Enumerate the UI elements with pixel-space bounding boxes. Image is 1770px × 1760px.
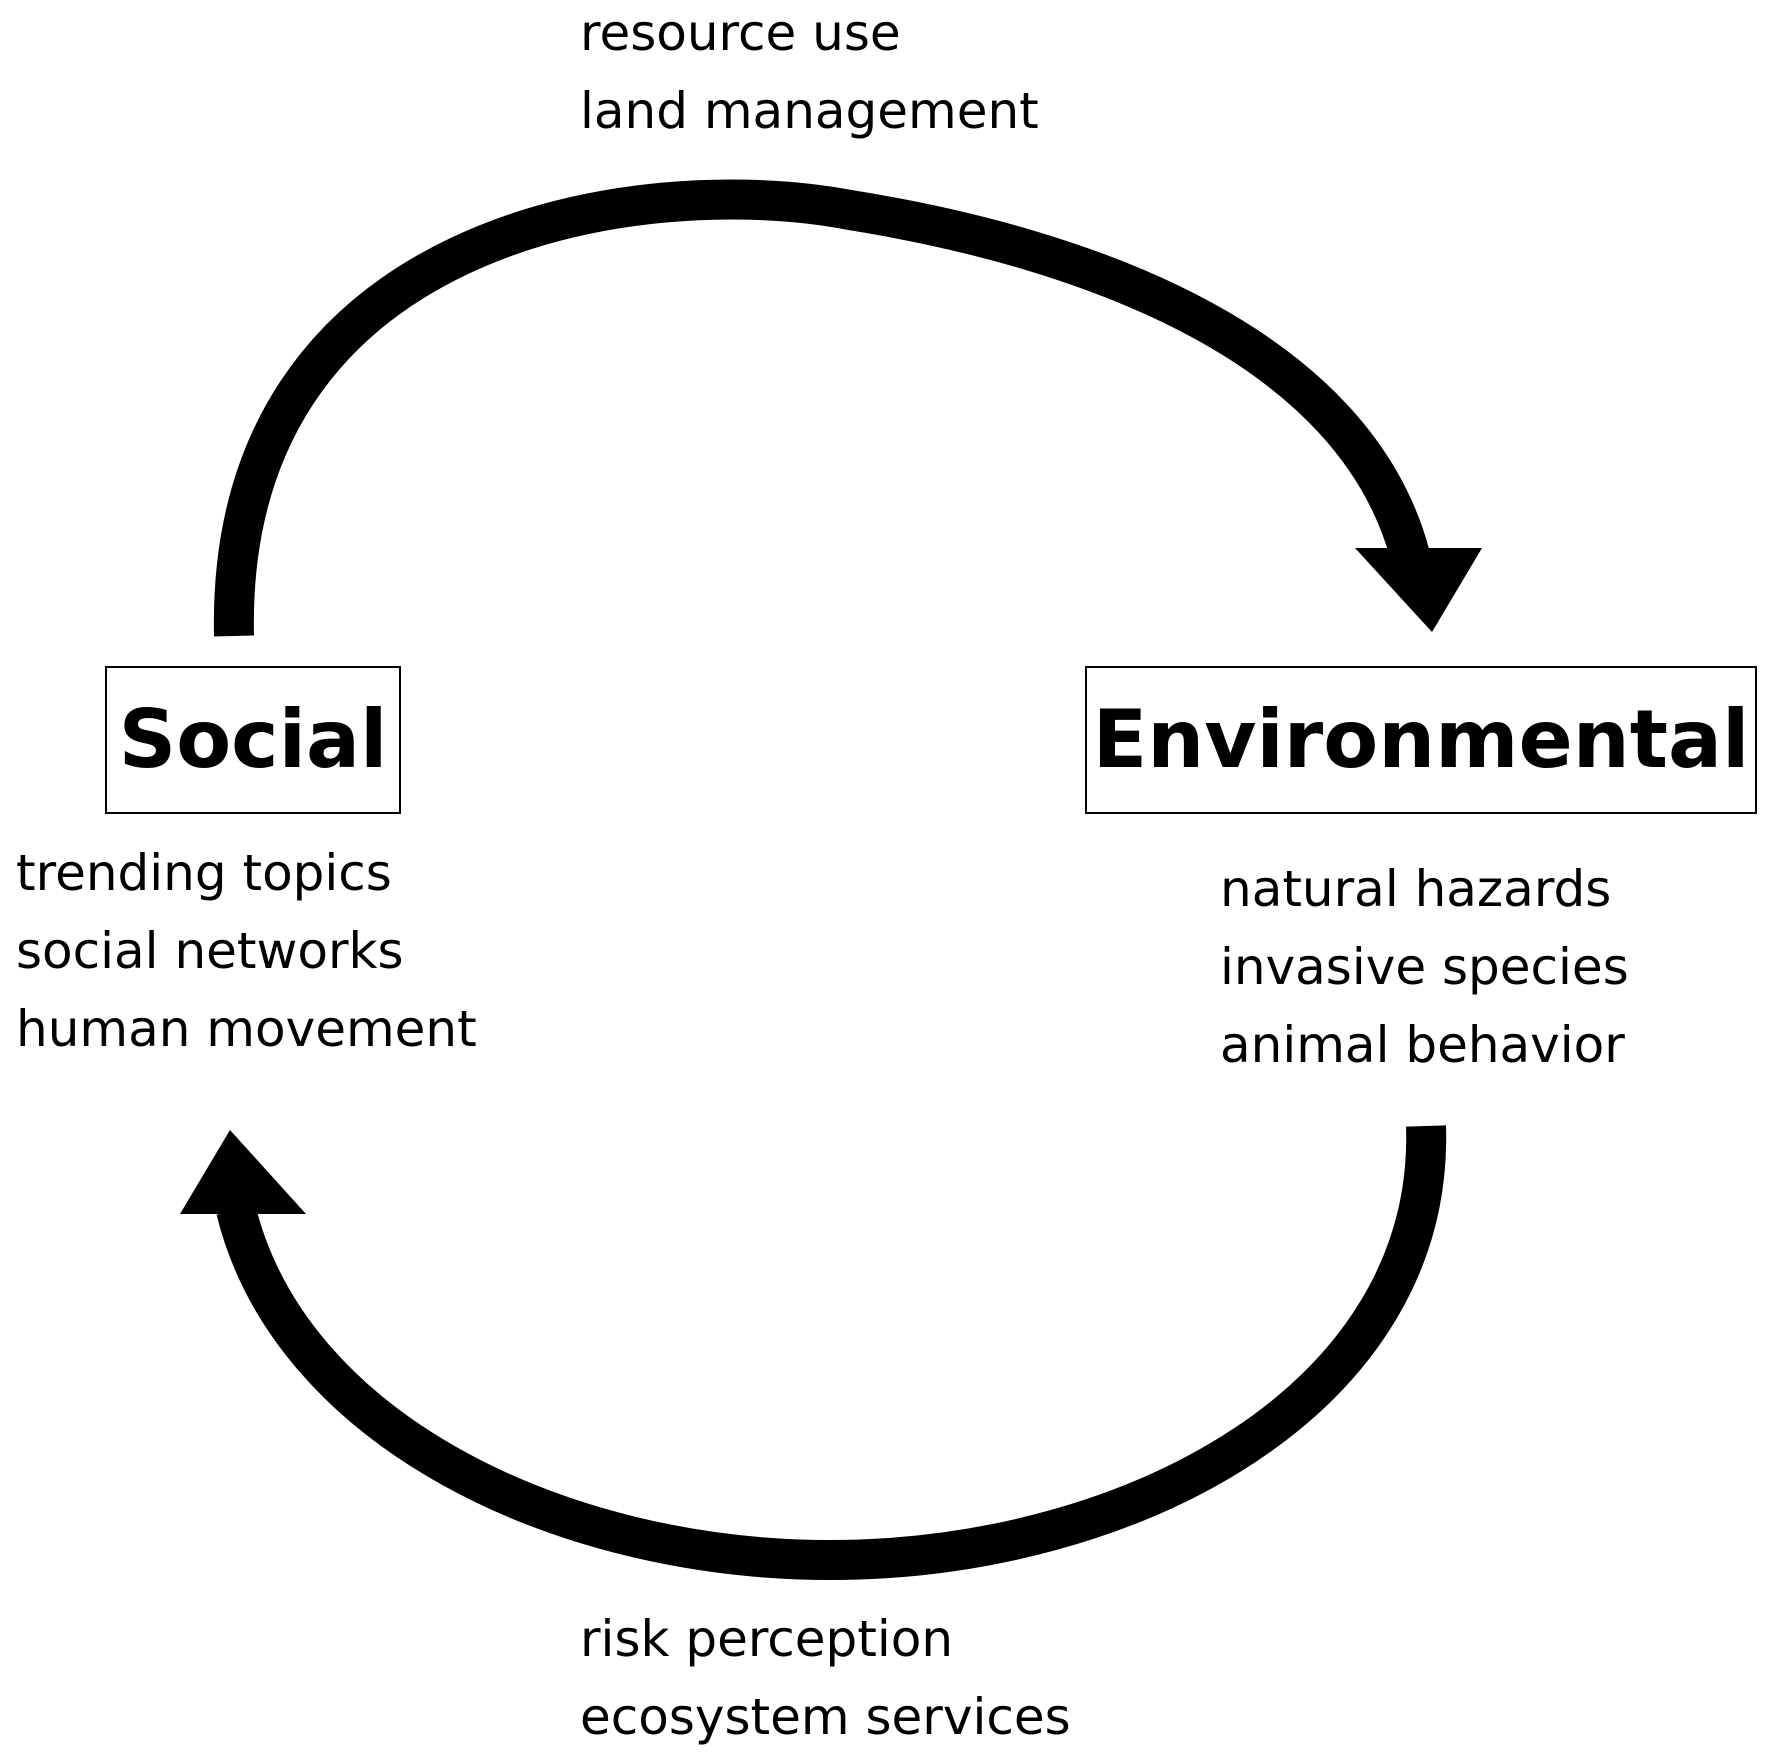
environmental-item: animal behavior xyxy=(1220,1016,1625,1074)
environmental-item: invasive species xyxy=(1220,938,1629,996)
environmental-to-social-labels: risk perception ecosystem services xyxy=(580,1600,1071,1756)
edge-label-item: ecosystem services xyxy=(580,1688,1071,1746)
edge-label-item: resource use xyxy=(580,4,901,62)
edge-label-item: land management xyxy=(580,82,1039,140)
arrow-social-to-environmental xyxy=(213,179,1430,637)
edge-label-item: risk perception xyxy=(580,1610,954,1668)
social-item: human movement xyxy=(16,1000,477,1058)
social-to-environmental-labels: resource use land management xyxy=(580,0,1039,150)
environmental-node: Environmental xyxy=(1085,666,1757,814)
environmental-node-label: Environmental xyxy=(1092,693,1750,786)
social-item: trending topics xyxy=(16,844,392,902)
environmental-item: natural hazards xyxy=(1220,860,1612,918)
social-items-list: trending topics social networks human mo… xyxy=(16,834,477,1068)
social-node-label: Social xyxy=(118,693,388,786)
arrow-environmental-to-social xyxy=(216,1125,1447,1581)
social-node: Social xyxy=(105,666,401,814)
environmental-items-list: natural hazards invasive species animal … xyxy=(1220,850,1629,1084)
social-item: social networks xyxy=(16,922,404,980)
arrowhead-environmental xyxy=(1355,548,1482,632)
arrowhead-social xyxy=(180,1130,306,1214)
